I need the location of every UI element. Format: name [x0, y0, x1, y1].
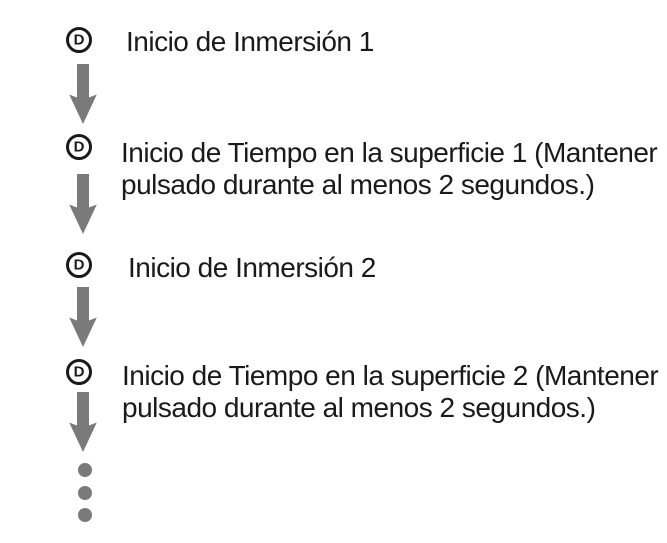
ellipsis-dot — [78, 486, 92, 500]
vertical-ellipsis-icon — [78, 463, 92, 522]
d-button-label: D — [73, 363, 85, 380]
down-arrow-shape — [69, 174, 97, 234]
down-arrow-shape — [69, 64, 97, 124]
step-label-line: Inicio de Tiempo en la superficie 2 (Man… — [122, 360, 659, 391]
d-button-label: D — [73, 31, 85, 48]
step-label-line: Inicio de Inmersión 1 — [126, 26, 374, 57]
d-button-label: D — [73, 138, 85, 155]
down-arrow-shape — [69, 392, 97, 452]
down-arrow-icon — [69, 392, 97, 452]
step-label-line: Inicio de Inmersión 2 — [128, 252, 376, 283]
down-arrow-icon — [69, 287, 97, 347]
step-2-label: Inicio de Tiempo en la superficie 1 (Man… — [121, 137, 658, 201]
down-arrow-shape — [69, 287, 97, 347]
d-button-icon: D — [66, 134, 92, 160]
step-label-line: Inicio de Tiempo en la superficie 1 (Man… — [121, 137, 658, 168]
ellipsis-dot — [78, 508, 92, 522]
step-4-label: Inicio de Tiempo en la superficie 2 (Man… — [122, 360, 659, 424]
d-button-icon: D — [66, 359, 92, 385]
d-button-label: D — [73, 256, 85, 273]
d-button-icon: D — [66, 252, 92, 278]
ellipsis-dot — [78, 463, 92, 477]
step-label-line: pulsado durante al menos 2 segundos.) — [121, 169, 595, 200]
down-arrow-icon — [69, 174, 97, 234]
step-3-label: Inicio de Inmersión 2 — [128, 252, 376, 284]
d-button-icon: D — [66, 27, 92, 53]
step-label-line: pulsado durante al menos 2 segundos.) — [122, 392, 596, 423]
step-1-label: Inicio de Inmersión 1 — [126, 26, 374, 58]
down-arrow-icon — [69, 64, 97, 124]
